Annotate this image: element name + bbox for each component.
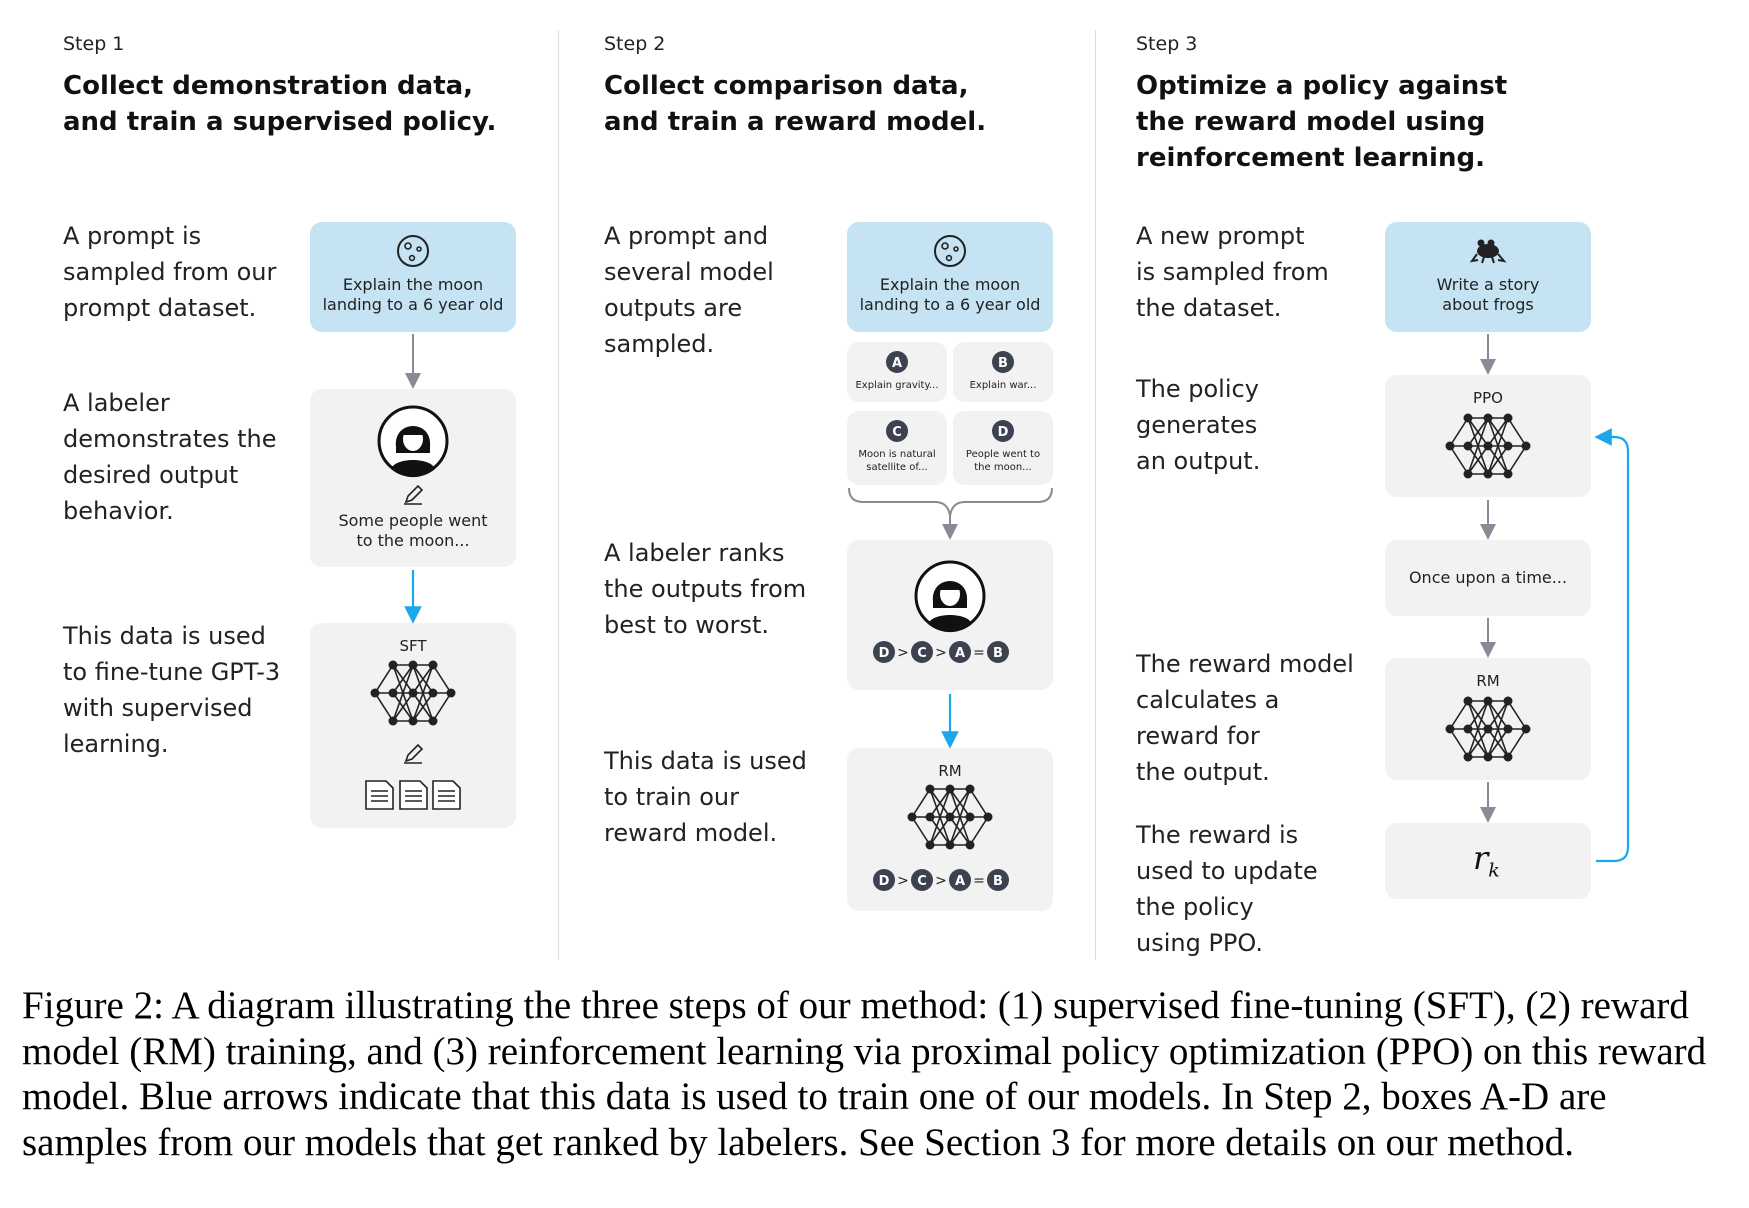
step2-label: Step 2 (604, 33, 666, 55)
pencil-icon (404, 743, 424, 764)
svg-text:=: = (973, 645, 985, 661)
neural-network-icon (1445, 413, 1531, 479)
sample-badge-d: D (992, 420, 1014, 442)
reward-symbol: rk (1473, 839, 1500, 882)
step3-output-box: Once upon a time... (1385, 540, 1591, 616)
svg-text:>: > (897, 873, 909, 889)
step2-title: Collect comparison data, and train a rew… (604, 71, 987, 137)
svg-text:B: B (998, 356, 1008, 371)
frog-icon (1469, 239, 1507, 264)
svg-text:D: D (879, 646, 890, 661)
sft-label: SFT (399, 637, 427, 655)
svg-text:C: C (892, 425, 902, 440)
svg-text:B: B (993, 874, 1003, 889)
sample-badge-a: A (886, 351, 908, 373)
blue-feedback-arrow (1594, 428, 1630, 863)
labeler-avatar-icon (914, 560, 986, 633)
step3-reward-box: rk (1385, 823, 1591, 899)
svg-text:D: D (879, 874, 890, 889)
svg-text:>: > (897, 645, 909, 661)
svg-text:A: A (955, 646, 965, 661)
ranking-row: D > C > A = B (873, 869, 1009, 891)
ranking-row: D > C > A = B (873, 641, 1009, 663)
neural-network-icon (907, 784, 993, 850)
svg-text:B: B (993, 646, 1003, 661)
ppo-label: PPO (1473, 389, 1503, 407)
svg-text:C: C (917, 874, 927, 889)
column-divider (1095, 30, 1096, 960)
step1-title: Collect demonstration data, and train a … (63, 71, 497, 137)
sample-badge-c: C (886, 420, 908, 442)
step3-ppo-box: PPO (1385, 375, 1591, 497)
document-icon (365, 780, 394, 810)
sample-badge-b: B (992, 351, 1014, 373)
document-icon (432, 780, 461, 810)
figure-caption: Figure 2: A diagram illustrating the thr… (22, 984, 1707, 1164)
neural-network-icon (370, 660, 456, 726)
svg-text:>: > (935, 873, 947, 889)
svg-text:D: D (998, 425, 1009, 440)
step1-label: Step 1 (63, 33, 125, 55)
step3-label: Step 3 (1136, 33, 1198, 55)
svg-text:A: A (955, 874, 965, 889)
svg-text:A: A (892, 356, 902, 371)
step3-title: Optimize a policy against the reward mod… (1136, 71, 1508, 173)
bracket (848, 487, 1053, 517)
moon-icon (397, 235, 429, 267)
column-divider (558, 30, 559, 960)
moon-icon (934, 235, 966, 267)
rm-label: RM (1476, 672, 1500, 690)
pencil-icon (404, 484, 424, 505)
document-icon (399, 780, 428, 810)
svg-text:C: C (917, 646, 927, 661)
svg-text:=: = (973, 873, 985, 889)
svg-text:>: > (935, 645, 947, 661)
neural-network-icon (1445, 696, 1531, 762)
rm-label: RM (938, 762, 962, 780)
labeler-avatar-icon (377, 405, 449, 478)
